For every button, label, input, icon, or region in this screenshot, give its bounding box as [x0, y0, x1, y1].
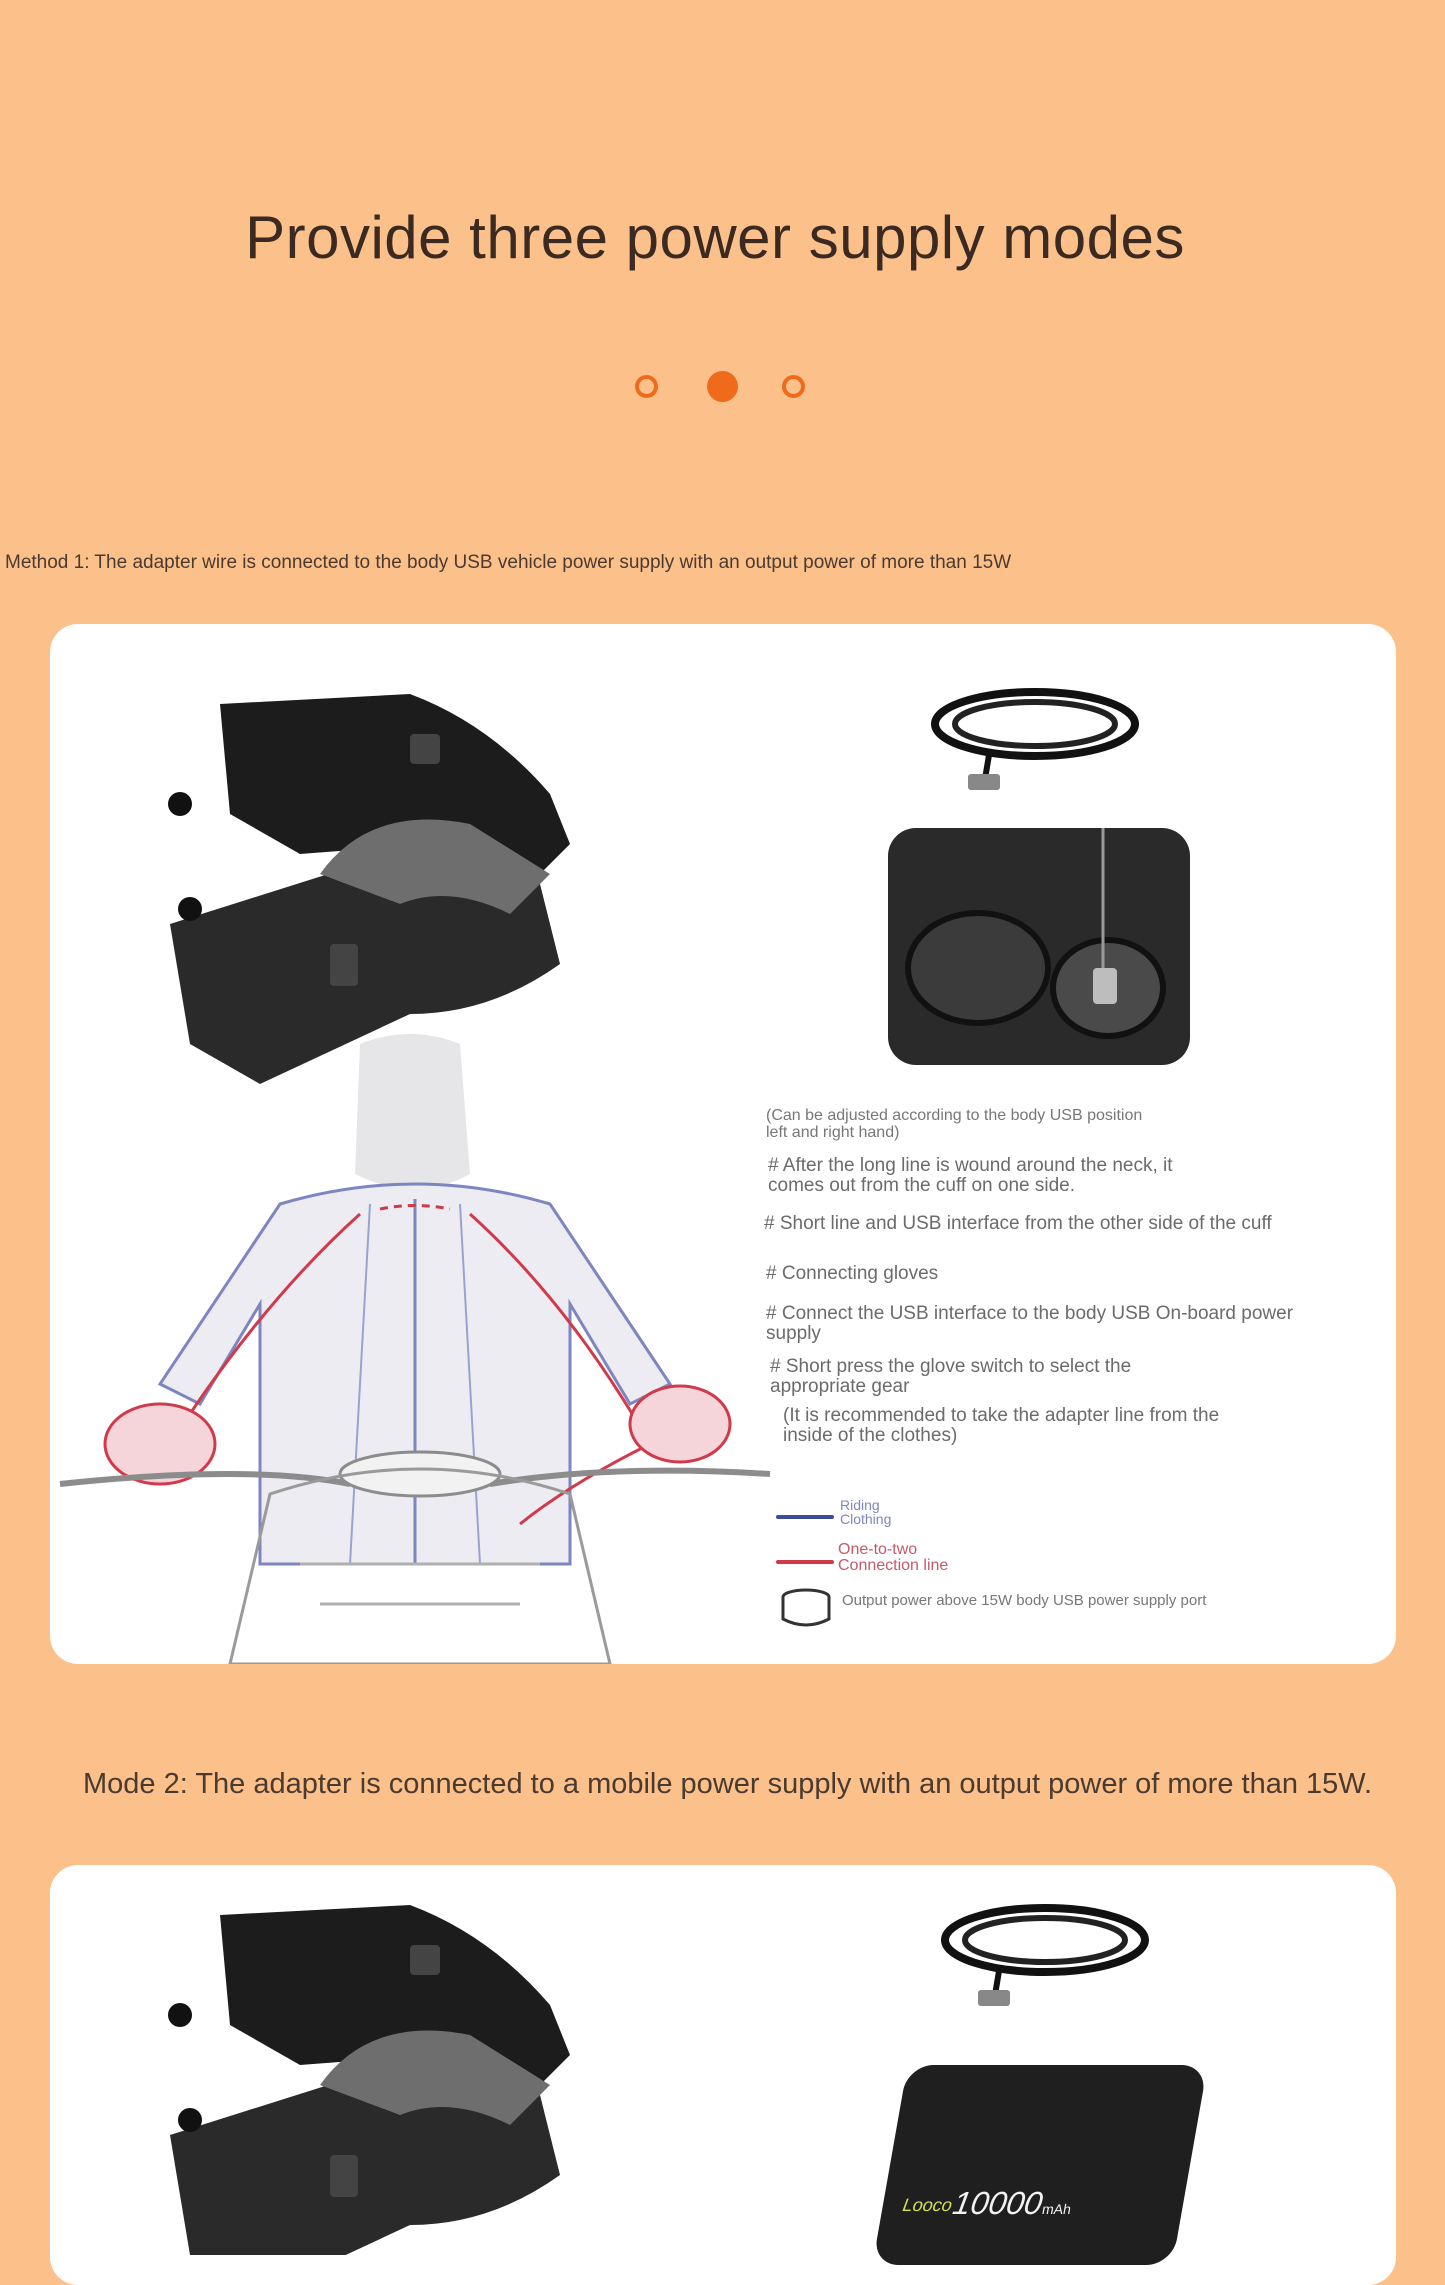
- legend-port-label: Output power above 15W body USB power su…: [842, 1592, 1207, 1609]
- heated-gloves-image: [168, 694, 570, 1084]
- usb-port-icon: [781, 1588, 831, 1627]
- note-recommend: (It is recommended to take the adapter l…: [783, 1405, 1220, 1446]
- heated-gloves-image-2: [168, 1905, 570, 2255]
- pagination-dot-2[interactable]: [707, 371, 738, 402]
- pagination-dot-1[interactable]: [635, 375, 658, 398]
- note-step-3: # Connecting gloves: [766, 1263, 939, 1284]
- note-adjust-position: (Can be adjusted according to the body U…: [766, 1107, 1143, 1141]
- mode-2-heading: Mode 2: The adapter is connected to a mo…: [83, 1768, 1373, 1800]
- pagination-dots: [632, 371, 812, 409]
- note-step-2: # Short line and USB interface from the …: [764, 1213, 1272, 1234]
- power-bank-capacity: 10000: [950, 2185, 1046, 2221]
- rider-illustration: [59, 1034, 771, 1664]
- legend-line-swatch: [776, 1560, 834, 1564]
- usb-cable-image-2: [941, 1904, 1149, 2006]
- note-step-4: # Connect the USB interface to the body …: [766, 1303, 1294, 1344]
- power-bank-brand: Looco: [901, 2195, 954, 2215]
- note-step-1: # After the long line is wound around th…: [768, 1155, 1173, 1196]
- pagination-dot-3[interactable]: [782, 375, 805, 398]
- legend-clothing-label: Riding Clothing: [840, 1497, 892, 1527]
- vehicle-usb-port-image: [888, 828, 1190, 1065]
- legend-line-label: One-to-two Connection line: [838, 1541, 949, 1574]
- mode-2-card: Looco 10000 mAh: [50, 1865, 1396, 2285]
- glove-switch-icon: [330, 944, 358, 986]
- method-1-heading: Method 1: The adapter wire is connected …: [5, 552, 1012, 573]
- legend-clothing-swatch: [776, 1515, 834, 1519]
- page-title: Provide three power supply modes: [245, 204, 1185, 271]
- usb-cable-image: [931, 688, 1139, 790]
- power-bank-image: Looco 10000 mAh: [872, 2065, 1208, 2265]
- power-bank-unit: mAh: [1040, 2201, 1073, 2217]
- note-step-5: # Short press the glove switch to select…: [770, 1356, 1132, 1397]
- method-1-card: (Can be adjusted according to the body U…: [50, 624, 1396, 1664]
